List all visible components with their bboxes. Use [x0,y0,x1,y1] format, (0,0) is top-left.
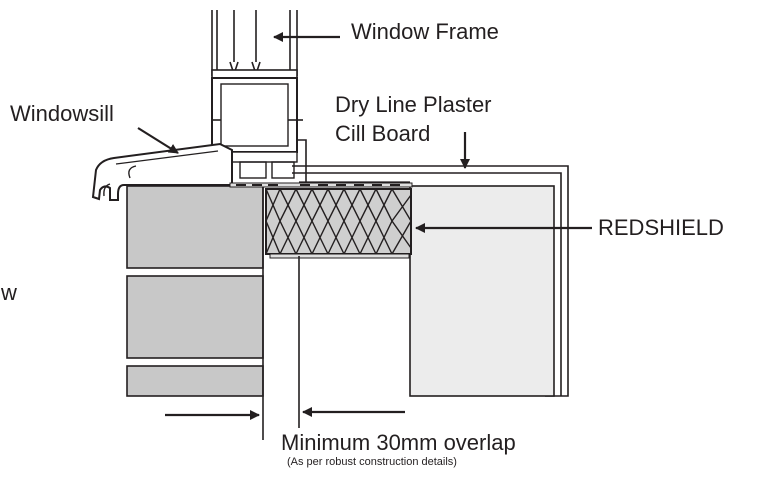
dry-line-plaster-board [292,165,569,397]
windowsill-arrow [137,127,179,154]
windowsill-label: Windowsill [10,101,114,126]
cropped-edge-text: w [1,280,17,305]
window-frame-label: Window Frame [351,19,499,44]
window-frame [211,10,307,186]
minimum-overlap-label: Minimum 30mm overlap [281,430,516,455]
dry-line-plaster-label: Dry Line Plaster [335,92,492,117]
redshield-label: REDSHIELD [598,215,724,240]
robust-construction-note: (As per robust construction details) [287,456,457,468]
redshield-insulation [265,188,412,259]
windowsill [91,142,233,201]
annotation-arrows [137,32,592,420]
cavity-fixing-strip [229,182,413,188]
cill-board-label: Cill Board [335,121,431,146]
blockwork [126,185,264,440]
